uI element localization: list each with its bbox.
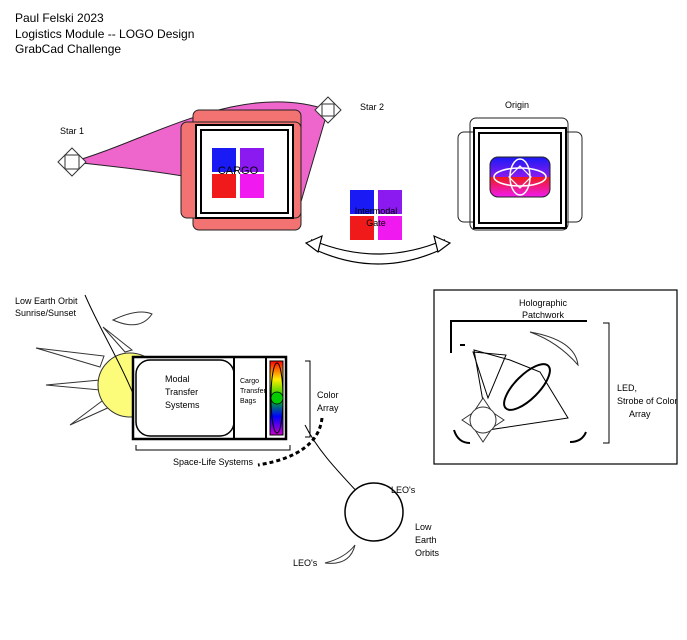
origin-logo: [457, 117, 583, 231]
modal-label-line3: Systems: [165, 400, 200, 410]
holographic-patchwork-diagram: [450, 320, 587, 444]
header-subtitle: Logistics Module -- LOGO Design: [15, 27, 194, 41]
color-array-label-line2: Array: [317, 403, 339, 413]
orbits-label-line2: Earth: [415, 535, 437, 545]
logistics-module: [131, 355, 288, 441]
color-array-bracket: [305, 360, 311, 438]
intermodal-gate-logo: Intermodal Gate: [350, 190, 402, 240]
color-array-label-line1: Color: [317, 390, 339, 400]
star-1-label: Star 1: [60, 126, 84, 136]
gate-label-line1: Intermodal: [355, 206, 398, 216]
holo-title-line2: Patchwork: [522, 310, 565, 320]
dashed-arrow: [257, 417, 324, 467]
cargo-bags-label-line1: Cargo: [240, 378, 259, 385]
transfer-double-arrow: [304, 234, 452, 265]
led-label-line3: Array: [629, 409, 651, 419]
holographic-panel: [433, 289, 678, 465]
leos-label-top: LEO's: [391, 485, 416, 495]
modal-label-line1: Modal: [165, 374, 190, 384]
orbits-label-line3: Orbits: [415, 548, 440, 558]
gate-label-line2: Gate: [366, 218, 386, 228]
cargo-bags-label-line2: Transfer: [240, 388, 266, 395]
led-bracket: [603, 322, 610, 444]
leo-crescent-icon: [324, 544, 356, 564]
leos-label-bottom: LEO's: [293, 558, 318, 568]
crescent-icon: [111, 311, 153, 326]
star-2-label: Star 2: [360, 102, 384, 112]
orbits-label-line1: Low: [415, 522, 432, 532]
led-label-line1: LED,: [617, 383, 637, 393]
cargo-label: CARGO: [218, 165, 259, 177]
modal-label-line2: Transfer: [165, 387, 198, 397]
sunrise-label-line2: Sunrise/Sunset: [15, 308, 77, 318]
earth-circle: [344, 482, 404, 542]
header-author: Paul Felski 2023: [15, 11, 104, 25]
led-label-line2: Strobe of Color: [617, 396, 678, 406]
holo-title-line1: Holographic: [519, 298, 568, 308]
header-challenge: GrabCad Challenge: [15, 42, 121, 56]
cargo-module-logo: CARGO: [180, 109, 302, 231]
cargo-bags-label-line3: Bags: [240, 398, 256, 405]
space-life-label: Space-Life Systems: [173, 457, 254, 467]
sunrise-label-line1: Low Earth Orbit: [15, 296, 78, 306]
space-life-bracket: [135, 445, 291, 451]
origin-label: Origin: [505, 100, 529, 110]
star-2-icon: [314, 96, 342, 124]
star-1-icon: [57, 147, 87, 177]
